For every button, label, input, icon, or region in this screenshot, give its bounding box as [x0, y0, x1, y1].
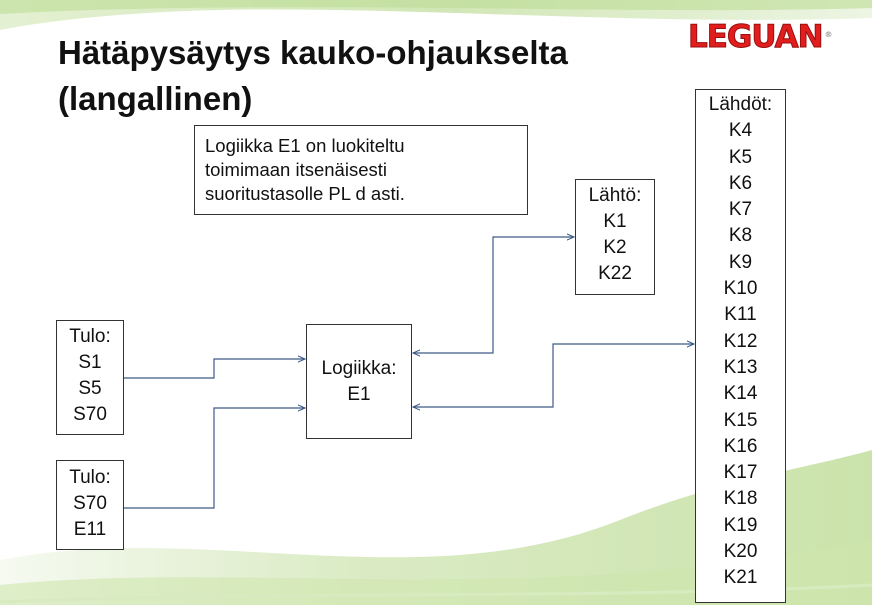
arrow-logic-to-output2: [413, 344, 694, 407]
registered-mark: ®: [824, 30, 833, 39]
output-item: K18: [723, 488, 758, 510]
title-line-1: Hätäpysäytys kauko-ohjaukselta: [58, 34, 568, 71]
output-item: K5: [728, 146, 753, 168]
output-item: K13: [723, 356, 758, 378]
input-item: S5: [78, 378, 102, 399]
title-line-2: (langallinen): [58, 80, 253, 117]
output-label: Lähtö:: [588, 185, 642, 206]
input-label: Tulo:: [69, 467, 111, 488]
arrow-input1-to-logic: [124, 359, 305, 379]
arrow-input2-to-logic: [124, 408, 305, 509]
output-item: K15: [723, 409, 758, 431]
note-line: Logiikka E1 on luokiteltu: [205, 135, 405, 156]
input-item: E11: [73, 519, 107, 540]
output-item: K8: [728, 225, 753, 247]
leguan-logo: LEGUAN ®: [688, 19, 833, 55]
input-item: S70: [73, 493, 107, 514]
logic-id: E1: [347, 384, 371, 405]
input-box-2: Tulo: S70 E11: [56, 460, 124, 550]
output-item: K1: [603, 211, 627, 232]
output-item: K21: [723, 567, 758, 589]
output-item: K11: [724, 304, 757, 326]
input-box-1: Tulo: S1 S5 S70: [56, 320, 124, 435]
output-item: K2: [603, 237, 627, 258]
output-item: K12: [723, 330, 758, 352]
output-item: K22: [598, 263, 632, 284]
output-label: Lähdöt:: [708, 94, 773, 115]
output-item: K16: [723, 435, 758, 457]
arrow-logic-to-output1: [413, 237, 574, 353]
note-line: toimimaan itsenäisesti: [205, 159, 387, 180]
logic-label: Logiikka:: [321, 358, 397, 379]
output-item: K14: [723, 383, 758, 405]
logo-text: LEGUAN: [688, 19, 825, 55]
output-item: K9: [728, 251, 753, 273]
logic-box: Logiikka: E1: [306, 324, 412, 439]
input-item: S70: [73, 404, 107, 425]
input-label: Tulo:: [69, 326, 111, 347]
output-item: K7: [728, 199, 753, 221]
logic-note-box: Logiikka E1 on luokiteltu toimimaan itse…: [194, 125, 528, 215]
output-item: K17: [723, 462, 758, 484]
slide-title: Hätäpysäytys kauko-ohjaukselta (langalli…: [58, 30, 698, 122]
output-item: K6: [728, 172, 753, 194]
output-box-1: Lähtö: K1 K2 K22: [575, 179, 655, 295]
output-item: K19: [723, 514, 758, 536]
output-item: K4: [728, 120, 753, 142]
note-line: suoritustasolle PL d asti.: [205, 183, 405, 204]
input-item: S1: [78, 352, 102, 373]
output-item: K10: [723, 278, 758, 300]
output-item: K20: [723, 541, 758, 563]
